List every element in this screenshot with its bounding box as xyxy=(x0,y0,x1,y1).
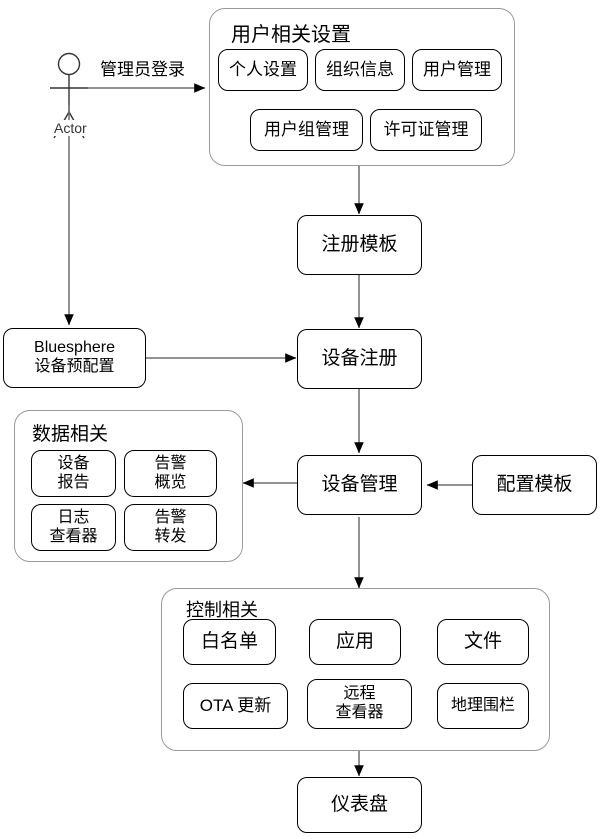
node-personal-settings[interactable]: 个人设置 xyxy=(218,49,308,91)
node-geofence[interactable]: 地理围栏 xyxy=(437,683,529,729)
node-application[interactable]: 应用 xyxy=(309,619,401,665)
node-remote-viewer[interactable]: 远程 查看器 xyxy=(307,679,412,729)
user-related-settings-group-title: 用户相关设置 xyxy=(231,24,351,46)
node-dashboard[interactable]: 仪表盘 xyxy=(297,777,422,833)
node-file[interactable]: 文件 xyxy=(437,619,529,665)
node-bluesphere-preconfig[interactable]: Bluesphere 设备预配置 xyxy=(3,328,146,388)
node-ota-update[interactable]: OTA 更新 xyxy=(183,683,288,729)
node-register-template[interactable]: 注册模板 xyxy=(297,215,422,275)
edge-label-admin-login: 管理员登录 xyxy=(100,60,185,79)
node-device-manage[interactable]: 设备管理 xyxy=(297,455,422,515)
data-related-group-title: 数据相关 xyxy=(32,424,109,445)
node-user-management[interactable]: 用户管理 xyxy=(412,49,502,91)
node-device-register[interactable]: 设备注册 xyxy=(297,329,422,389)
node-config-template[interactable]: 配置模板 xyxy=(472,455,597,515)
node-license-management[interactable]: 许可证管理 xyxy=(370,109,482,151)
node-user-group-management[interactable]: 用户组管理 xyxy=(250,109,363,151)
node-alarm-overview[interactable]: 告警 概览 xyxy=(124,450,217,497)
node-log-viewer[interactable]: 日志 查看器 xyxy=(31,504,116,551)
node-alarm-forward[interactable]: 告警 转发 xyxy=(124,504,217,551)
node-device-report[interactable]: 设备 报告 xyxy=(31,450,116,497)
control-related-group-title: 控制相关 xyxy=(186,600,258,620)
node-org-info[interactable]: 组织信息 xyxy=(315,49,405,91)
actor-caption: Actor xyxy=(53,120,88,136)
node-whitelist[interactable]: 白名单 xyxy=(183,619,276,665)
